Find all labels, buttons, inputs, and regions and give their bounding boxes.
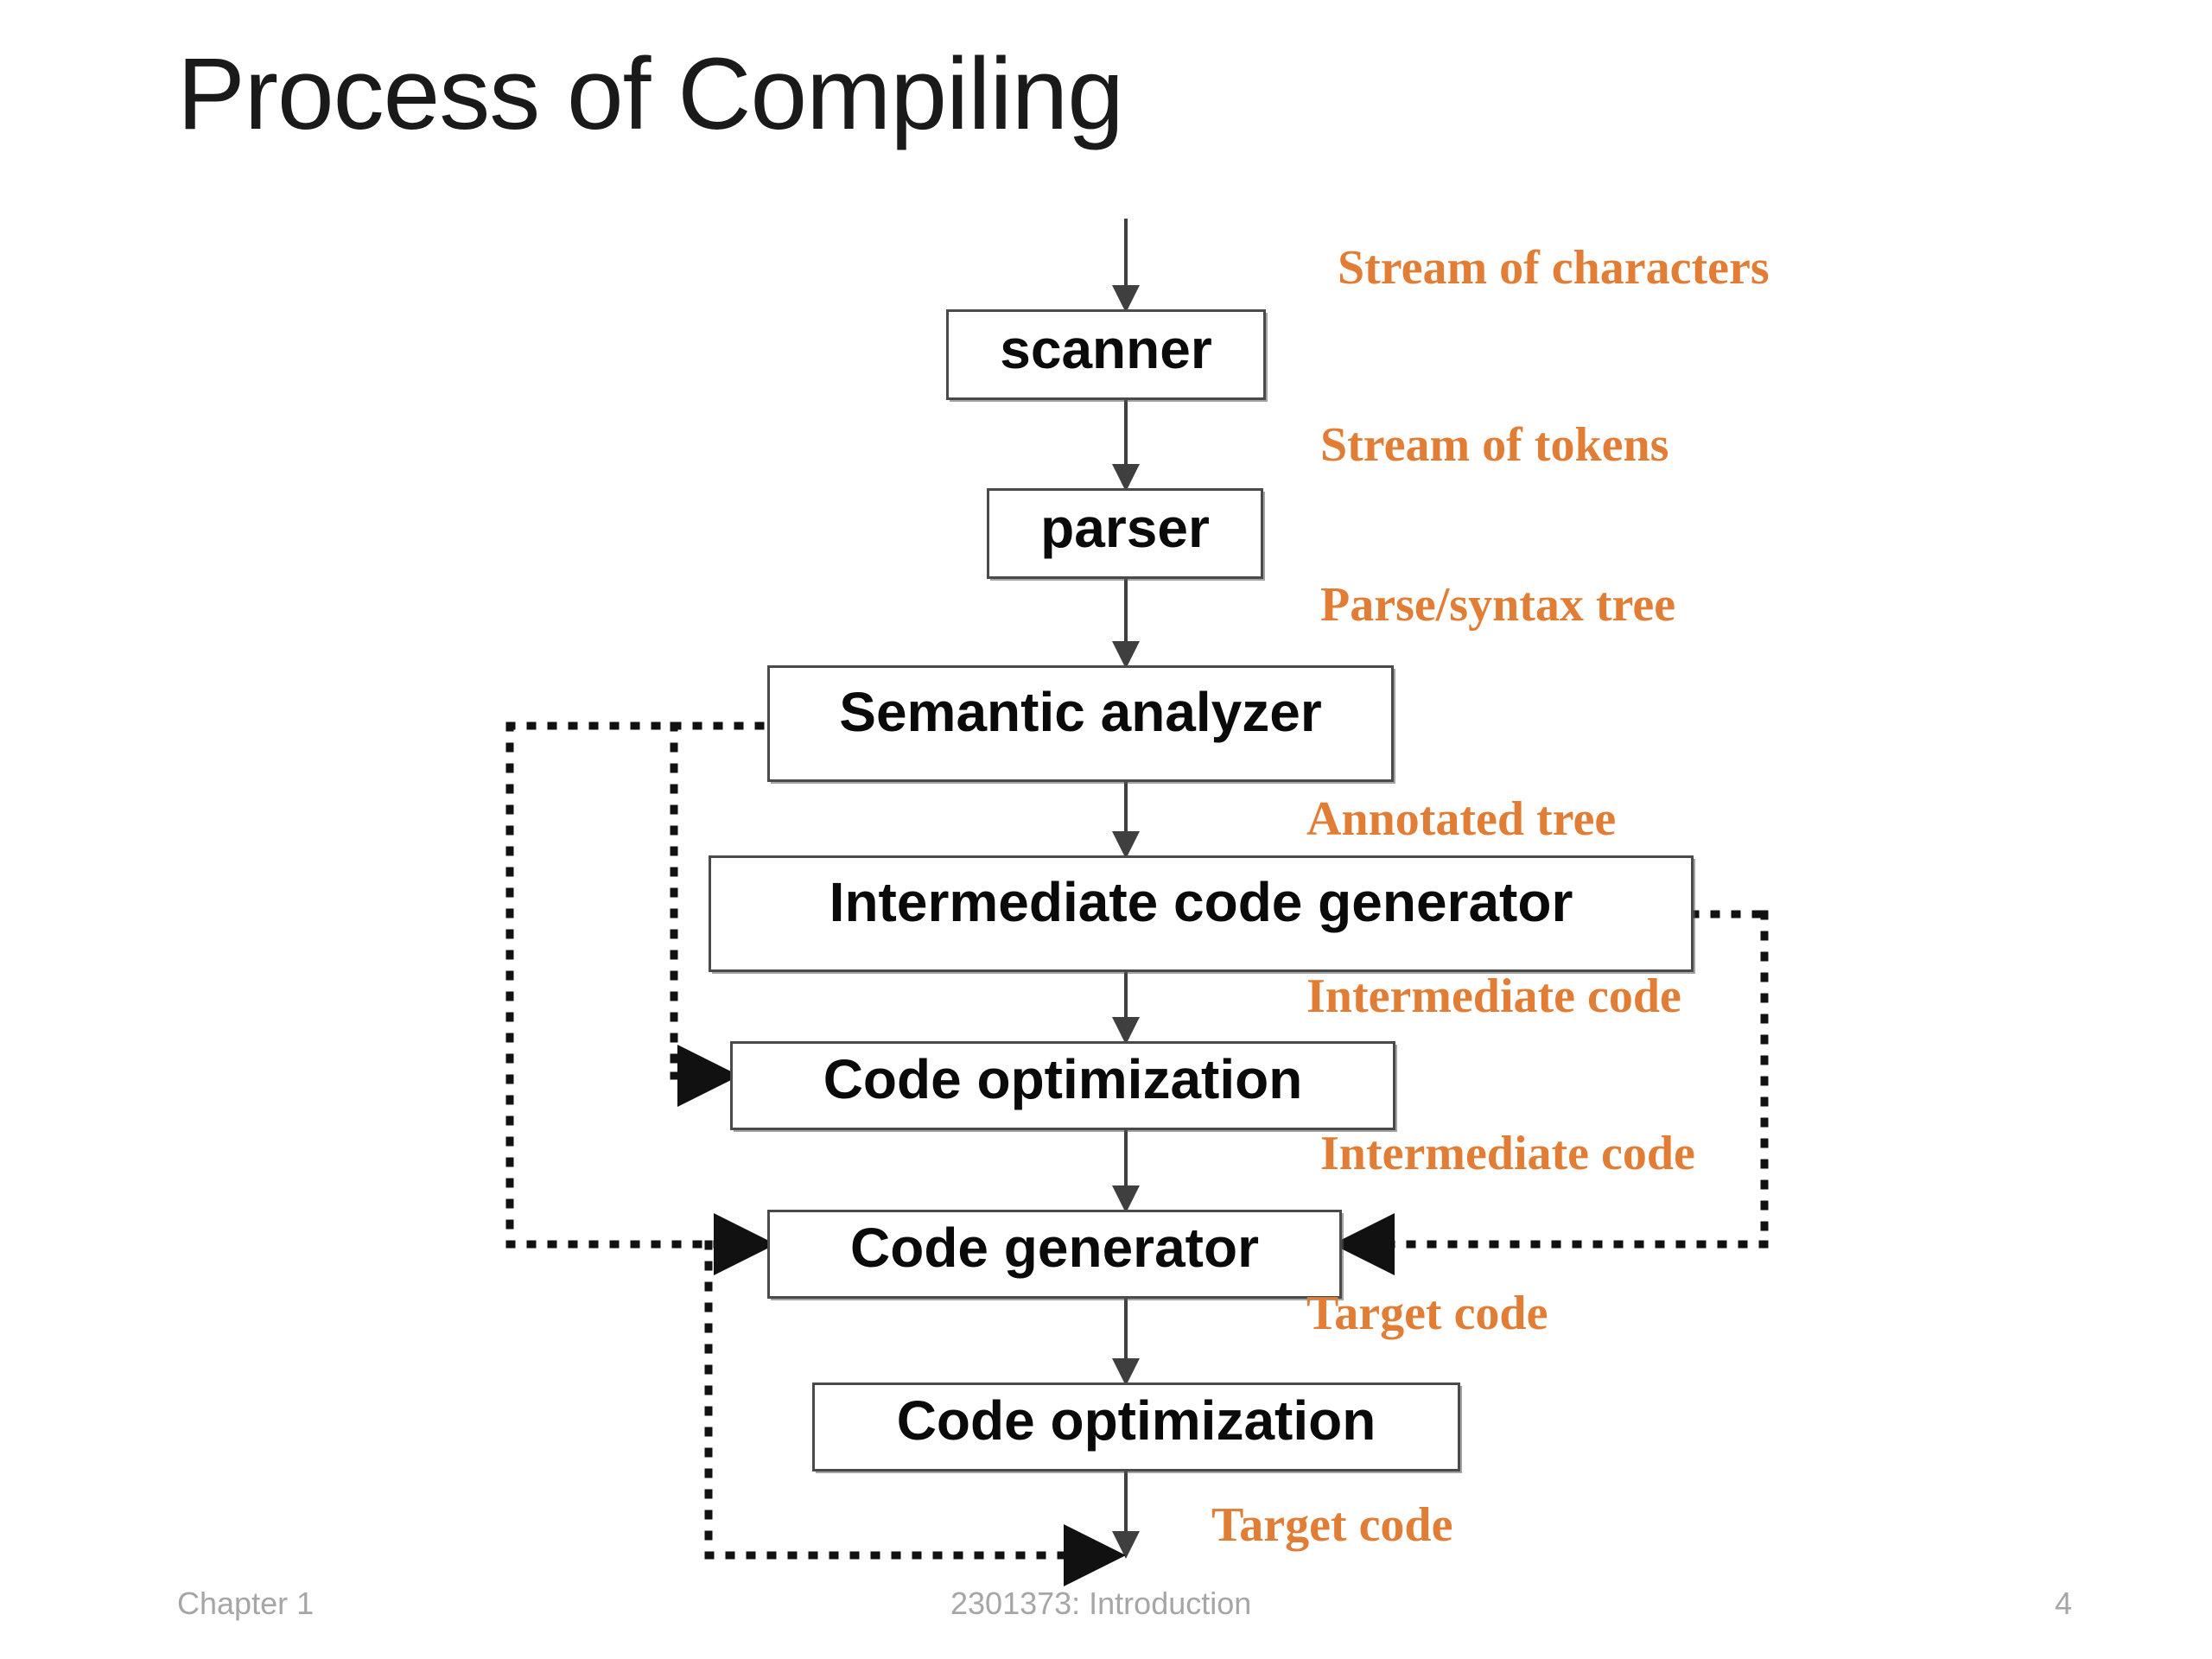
page-title: Process of Compiling	[177, 37, 1124, 151]
node-intermediate-code-generator[interactable]: Intermediate code generator	[709, 855, 1694, 972]
node-code-generator-label: Code generator	[850, 1217, 1259, 1279]
node-semantic-analyzer-label: Semantic analyzer	[839, 681, 1322, 743]
label-parse-syntax-tree: Parse/syntax tree	[1320, 578, 1676, 632]
node-parser-label: parser	[1040, 497, 1210, 559]
node-code-optimization-2-label: Code optimization	[896, 1389, 1376, 1452]
footer-chapter: Chapter 1	[177, 1586, 315, 1621]
node-scanner[interactable]: scanner	[946, 309, 1266, 400]
node-code-generator[interactable]: Code generator	[767, 1210, 1342, 1299]
label-intermediate-code-1: Intermediate code	[1306, 969, 1681, 1023]
label-stream-of-tokens: Stream of tokens	[1320, 418, 1669, 472]
footer-course: 2301373: Introduction	[950, 1586, 1252, 1621]
label-target-code-1: Target code	[1306, 1287, 1548, 1340]
node-code-optimization-1[interactable]: Code optimization	[730, 1041, 1395, 1130]
node-semantic-analyzer[interactable]: Semantic analyzer	[767, 665, 1394, 782]
node-scanner-label: scanner	[1000, 318, 1212, 380]
label-annotated-tree: Annotated tree	[1306, 792, 1617, 846]
node-parser[interactable]: parser	[987, 488, 1263, 579]
label-stream-of-characters: Stream of characters	[1338, 241, 1770, 295]
footer-page-number: 4	[2055, 1586, 2073, 1621]
label-target-code-2: Target code	[1211, 1498, 1453, 1552]
label-intermediate-code-2: Intermediate code	[1320, 1127, 1695, 1180]
node-code-optimization-2[interactable]: Code optimization	[812, 1382, 1460, 1471]
node-code-optimization-1-label: Code optimization	[823, 1048, 1303, 1110]
node-intermediate-code-generator-label: Intermediate code generator	[829, 871, 1573, 933]
